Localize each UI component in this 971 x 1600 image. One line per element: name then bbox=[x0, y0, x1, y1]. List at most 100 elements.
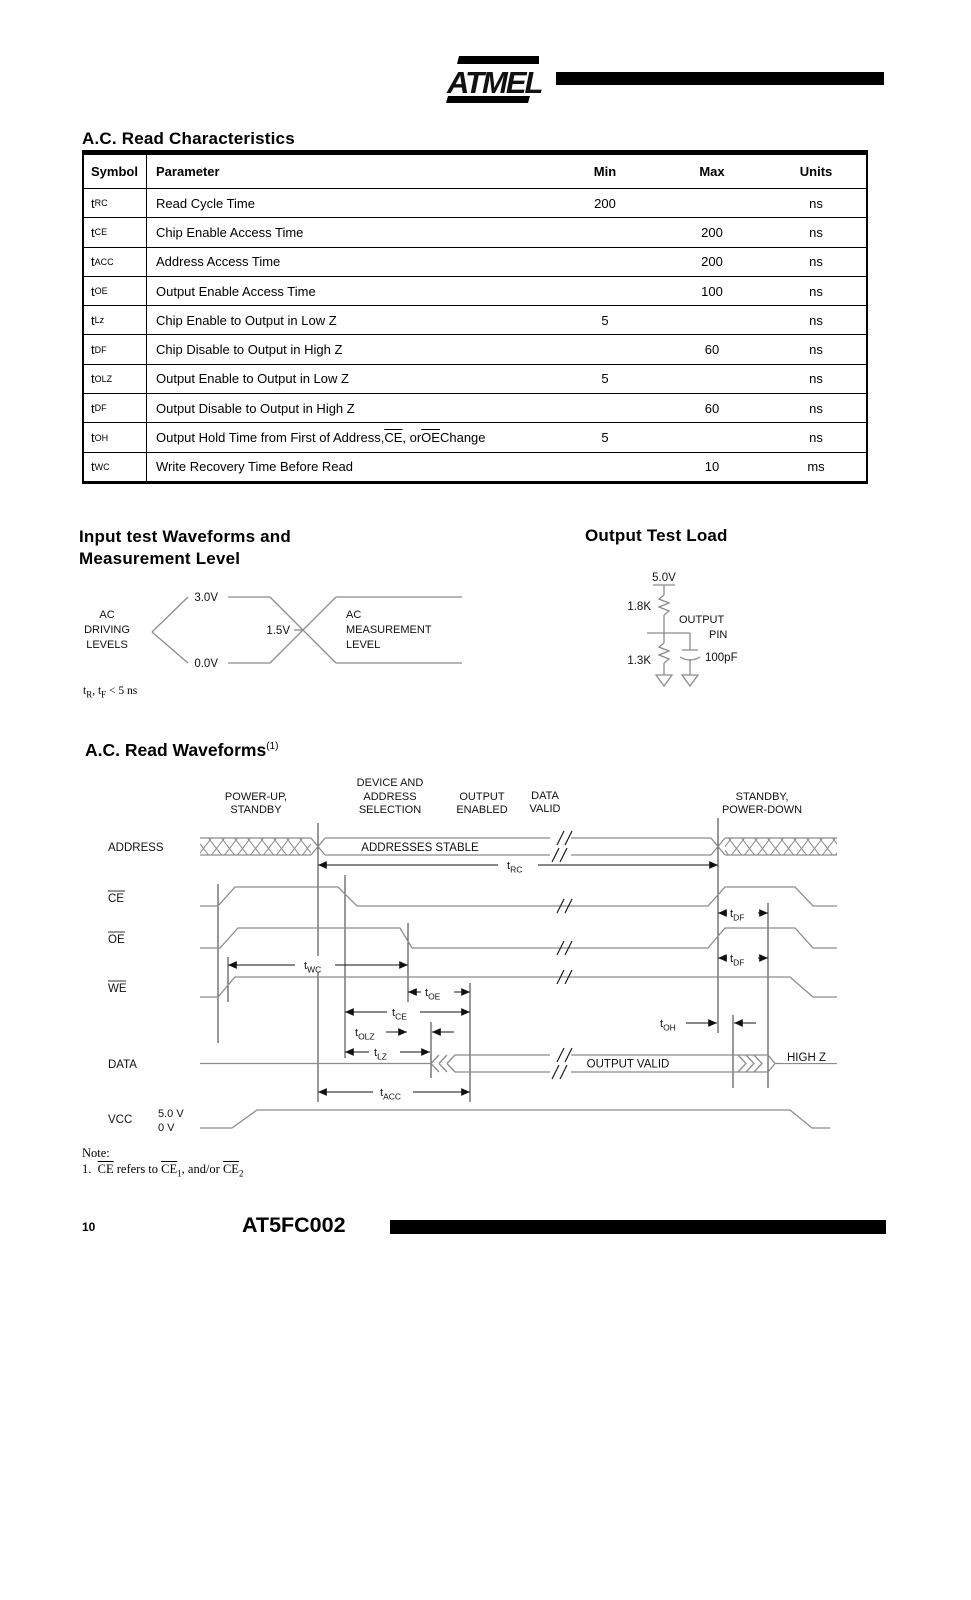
svg-text:tRC: tRC bbox=[507, 860, 522, 875]
resistor-1_3k-icon bbox=[657, 642, 671, 664]
cell-units: ns bbox=[809, 195, 823, 211]
vcc-waveform bbox=[200, 1109, 830, 1129]
cell-units: ms bbox=[807, 459, 825, 475]
cell-max bbox=[658, 423, 766, 451]
signal-address-label: ADDRESS bbox=[108, 842, 164, 854]
trc-annotation: tRC bbox=[318, 856, 718, 875]
tdf-ce-annotation: tDF bbox=[718, 904, 768, 923]
level-low-label: 0.0V bbox=[194, 658, 218, 670]
cell-units: ns bbox=[809, 371, 823, 387]
phase-power-down: POWER-DOWN bbox=[722, 804, 802, 816]
ce-break bbox=[556, 898, 573, 914]
output-valid-label: OUTPUT VALID bbox=[587, 1059, 670, 1071]
cell-units: ns bbox=[809, 283, 823, 299]
cell-max bbox=[658, 189, 766, 217]
level-mid-label: 1.5V bbox=[266, 625, 290, 637]
cell-max: 60 bbox=[704, 342, 720, 358]
atmel-logo: ATMEL bbox=[446, 56, 543, 103]
cell-max: 10 bbox=[704, 459, 720, 475]
input-test-title-line2: Measurement Level bbox=[79, 549, 241, 568]
oe-break bbox=[556, 940, 573, 956]
cell-units: ns bbox=[809, 342, 823, 358]
col-parameter: Parameter bbox=[156, 164, 220, 179]
cell-min bbox=[552, 218, 658, 246]
level-high-label: 3.0V bbox=[194, 592, 218, 604]
cell-min bbox=[552, 453, 658, 481]
cell-min bbox=[552, 277, 658, 305]
cell-parameter: Output Hold Time from First of Address, … bbox=[156, 430, 486, 446]
signal-we-label: WE bbox=[108, 983, 127, 995]
break-marks bbox=[551, 830, 573, 863]
note-line-1: 1. CE refers to CE1, and/or CE2 bbox=[82, 1162, 244, 1179]
tlz-annotation: tLZ bbox=[345, 1043, 430, 1062]
footer-rule bbox=[390, 1220, 886, 1234]
phase-address: ADDRESS bbox=[363, 791, 416, 803]
cell-min bbox=[552, 335, 658, 363]
svg-text:tCE: tCE bbox=[392, 1007, 407, 1022]
r-bottom-label: 1.3K bbox=[627, 655, 651, 667]
signal-vcc-label: VCC bbox=[108, 1114, 132, 1126]
svg-text:tACC: tACC bbox=[380, 1087, 401, 1102]
svg-text:tWC: tWC bbox=[304, 960, 321, 975]
phase-labels: POWER-UP, STANDBY DEVICE AND ADDRESS SEL… bbox=[225, 777, 802, 816]
cell-min bbox=[552, 394, 658, 422]
cell-units: ns bbox=[809, 224, 823, 240]
tacc-annotation: tACC bbox=[318, 1083, 470, 1102]
vcc-high-label: 5.0 V bbox=[158, 1108, 184, 1120]
col-symbol: Symbol bbox=[84, 155, 147, 188]
read-waveforms-footnote-ref: (1) bbox=[266, 741, 279, 753]
col-min: Min bbox=[593, 164, 617, 179]
cell-parameter: Output Disable to Output in High Z bbox=[156, 400, 355, 416]
phase-enabled: ENABLED bbox=[456, 804, 507, 816]
phase-device: DEVICE AND bbox=[357, 777, 424, 789]
cell-units: ns bbox=[809, 254, 823, 270]
cell-max: 200 bbox=[701, 224, 723, 240]
atmel-logo-text: ATMEL bbox=[446, 65, 543, 100]
phase-selection: SELECTION bbox=[359, 804, 421, 816]
ac-measurement-label-3: LEVEL bbox=[346, 639, 380, 651]
signal-data-label: DATA bbox=[108, 1059, 137, 1071]
col-units: Units bbox=[799, 164, 833, 179]
data-waveform: OUTPUT VALID HIGH Z bbox=[200, 1047, 837, 1080]
cell-units: ns bbox=[809, 430, 823, 446]
phase-standby: STANDBY bbox=[230, 804, 282, 816]
svg-text:tOH: tOH bbox=[660, 1018, 676, 1033]
output-test-load-diagram: 5.0V 1.8K 1.3K OUTPUT PIN 100pF bbox=[627, 572, 738, 688]
we-break bbox=[556, 969, 573, 985]
cell-parameter: Read Cycle Time bbox=[156, 195, 255, 211]
cell-min: 5 bbox=[601, 371, 609, 387]
phase-data: DATA bbox=[531, 790, 559, 802]
svg-text:tLZ: tLZ bbox=[374, 1047, 387, 1062]
cell-parameter: Chip Enable Access Time bbox=[156, 224, 304, 240]
table-header-row: Symbol Parameter Min Max Units bbox=[84, 155, 866, 188]
addresses-stable-label: ADDRESSES STABLE bbox=[361, 842, 479, 854]
cell-max: 100 bbox=[701, 283, 723, 299]
cell-parameter: Write Recovery Time Before Read bbox=[156, 459, 353, 475]
signal-ce-label: CE bbox=[108, 893, 124, 905]
ground-icon bbox=[654, 674, 674, 688]
phase-power-up: POWER-UP, bbox=[225, 791, 287, 803]
read-waveforms-title: A.C. Read Waveforms(1) bbox=[85, 740, 278, 761]
ac-measurement-label-1: AC bbox=[346, 609, 361, 621]
ground-icon bbox=[680, 674, 700, 688]
rise-fall-note: tR, tF < 5 ns bbox=[83, 685, 138, 700]
tdf-oe-annotation: tDF bbox=[718, 949, 768, 968]
cell-min bbox=[552, 248, 658, 276]
phase-standby2: STANDBY, bbox=[736, 791, 789, 803]
tolz-annotation: tOLZ bbox=[355, 1027, 454, 1042]
footer-page-number: 10 bbox=[82, 1220, 96, 1234]
